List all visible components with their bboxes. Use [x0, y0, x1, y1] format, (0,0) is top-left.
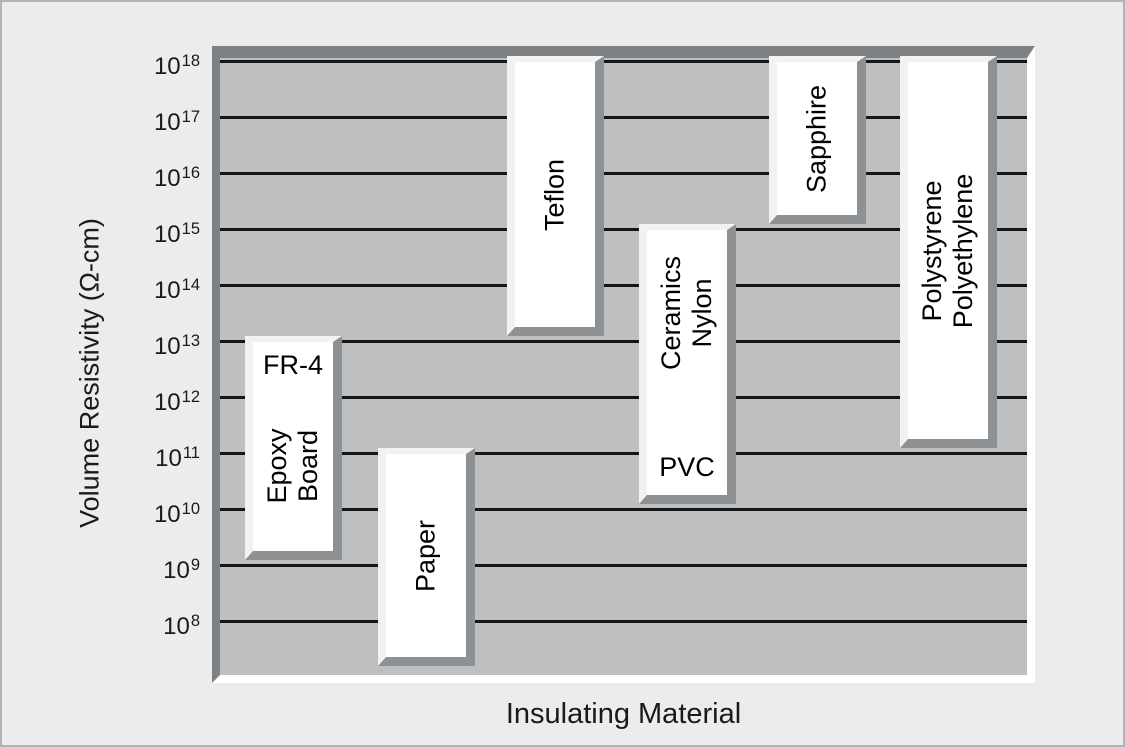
y-tick-label-10e15: 1015	[153, 220, 200, 248]
bar-label-line: Polystyrene	[917, 179, 947, 322]
bar-label-line: Ceramics	[656, 255, 686, 370]
plot-area	[212, 46, 1035, 683]
bar-label-line: Epoxy	[262, 428, 292, 504]
bar-label-line: Sapphire	[801, 84, 832, 193]
bar-rotated-label-paper: Paper	[411, 520, 442, 592]
gridline-10e13	[220, 340, 1027, 343]
y-tick-label-10e12: 1012	[153, 388, 200, 416]
bar-label-ceramics-nylon-pvc-bottom: PVC	[659, 452, 715, 482]
y-tick-label-10e14: 1014	[153, 276, 200, 304]
gridline-10e10	[220, 508, 1027, 511]
y-tick-label-10e11: 1011	[155, 444, 200, 472]
gridline-10e14	[220, 284, 1027, 287]
gridline-10e11	[220, 452, 1027, 455]
y-tick-label-10e8: 108	[163, 612, 200, 640]
bar-label-line: Board	[293, 429, 323, 503]
bar-label-line: Polyethylene	[948, 173, 978, 328]
bar-rotated-label-teflon: Teflon	[540, 158, 571, 230]
bar-rotated-label-zone-paper: Paper	[386, 454, 466, 657]
y-tick-label-10e9: 109	[163, 556, 200, 584]
bar-sapphire: Sapphire	[769, 56, 866, 224]
gridline-10e9	[220, 564, 1027, 567]
bar-teflon: Teflon	[507, 56, 604, 336]
y-tick-label-10e17: 1017	[153, 108, 200, 136]
x-axis-title: Insulating Material	[505, 698, 742, 730]
y-tick-label-10e13: 1013	[153, 332, 200, 360]
bar-paper: Paper	[378, 448, 475, 667]
bar-label-line: Nylon	[687, 277, 717, 348]
gridline-10e8	[220, 620, 1027, 623]
bar-rotated-label-zone-sapphire: Sapphire	[777, 62, 857, 215]
gridline-10e17	[220, 116, 1027, 119]
gridline-10e16	[220, 172, 1027, 175]
gridline-10e15	[220, 228, 1027, 231]
bar-label-line: Teflon	[539, 158, 570, 231]
bar-label-fr4-epoxy-board-top: FR-4	[263, 350, 323, 380]
bar-label-line: Paper	[410, 519, 441, 592]
y-tick-label-10e16: 1016	[153, 164, 200, 192]
gridline-10e12	[220, 396, 1027, 399]
bar-rotated-label-zone-teflon: Teflon	[515, 62, 595, 327]
bar-rotated-label-sapphire: Sapphire	[802, 84, 833, 192]
y-tick-label-10e18: 1018	[153, 52, 200, 80]
y-axis-title: Volume Resistivity (Ω-cm)	[74, 218, 105, 528]
gridline-10e18	[220, 60, 1027, 63]
y-tick-label-10e10: 1010	[153, 500, 200, 528]
